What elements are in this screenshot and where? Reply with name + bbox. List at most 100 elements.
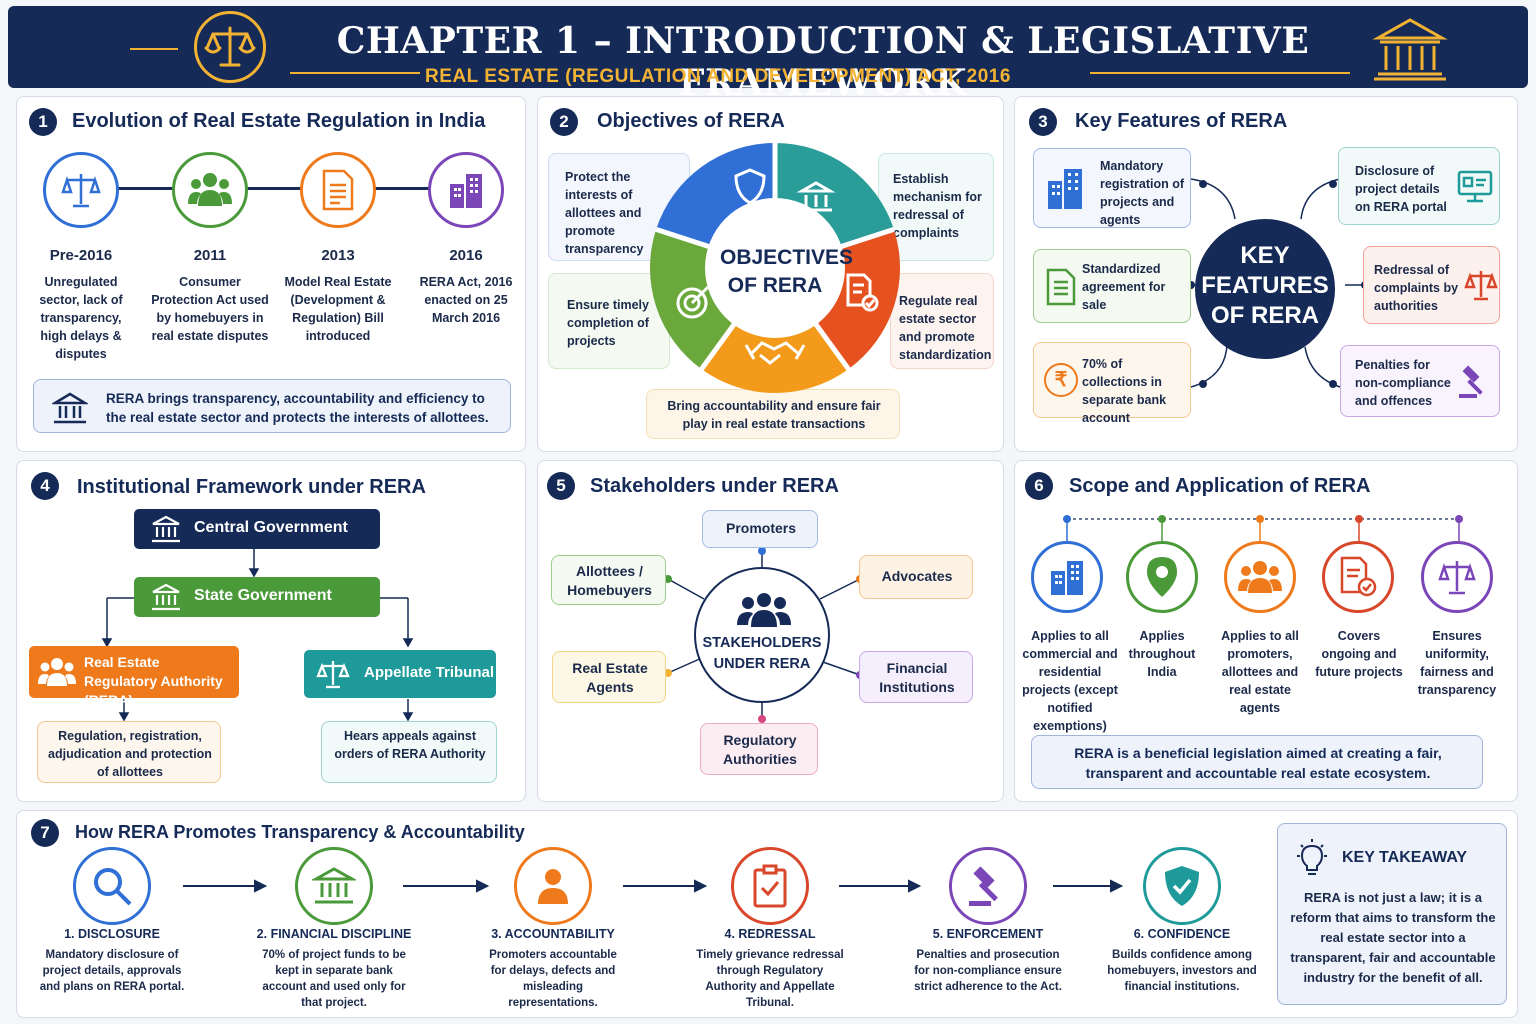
panel-stakeholders: 5 Stakeholders under RERA STAKEHOLDERS U… — [537, 460, 1004, 802]
stakeholder-label: Promoters — [725, 520, 797, 536]
building-icon — [428, 152, 504, 228]
feature-box: Disclosure of project details on RERA po… — [1338, 147, 1500, 225]
step-arrows — [183, 879, 1124, 893]
panel-scope: 6 Scope and Application of RERA Applies … — [1014, 460, 1518, 802]
feature-text: Redressal of complaints by authorities — [1374, 263, 1459, 313]
bank-icon — [150, 583, 182, 611]
rera-authority-label: Real Estate Regulatory Authority (RERA) — [84, 654, 223, 708]
people-icon — [37, 656, 77, 688]
page-title: CHAPTER 1 – INTRODUCTION & LEGISLATIVE F… — [336, 20, 1310, 104]
objective-text: Ensure timely completion of projects — [567, 298, 649, 348]
section-number: 2 — [550, 108, 578, 136]
objective-text: Protect the interests of allottees and p… — [565, 170, 644, 256]
section-title: Evolution of Real Estate Regulation in I… — [72, 110, 486, 132]
document-check-icon — [1322, 541, 1394, 613]
section-title: How RERA Promotes Transparency & Account… — [75, 822, 525, 842]
stakeholder-label: Regulatory Authorities — [723, 732, 797, 767]
feature-text: Disclosure of project details on RERA po… — [1355, 164, 1447, 214]
step-label: 1. DISCLOSURE — [64, 927, 160, 941]
panel-transparency: 7 How RERA Promotes Transparency & Accou… — [16, 810, 1518, 1018]
section-title: Institutional Framework under RERA — [77, 476, 426, 498]
document-check-icon — [846, 273, 879, 312]
features-center-label: KEY FEATURES OF RERA — [1201, 242, 1329, 329]
appellate-tribunal-node: Appellate Tribunal — [304, 650, 496, 698]
scales-icon — [1464, 267, 1498, 303]
stakeholder-label: Real Estate Agents — [572, 660, 648, 695]
panel-institutional: 4 Institutional Framework under RERA Cen… — [16, 460, 526, 802]
stakeholder-financial: Financial Institutions — [859, 651, 973, 703]
person-icon — [514, 847, 592, 925]
section-title: Key Features of RERA — [1075, 110, 1288, 132]
header-rule-sub-left — [290, 72, 420, 74]
section-number: 6 — [1025, 472, 1053, 500]
objective-text: Bring accountability and ensure fair pla… — [667, 399, 881, 431]
header-rule-sub-right — [1090, 72, 1350, 74]
scope-note-box: RERA is a beneficial legislation aimed a… — [1031, 735, 1483, 789]
feature-box: Mandatory registration of projects and a… — [1033, 148, 1191, 228]
stakeholder-label: Advocates — [881, 568, 953, 584]
step-label: 2. FINANCIAL DISCIPLINE — [256, 927, 412, 941]
section-title: Stakeholders under RERA — [590, 475, 839, 497]
lightbulb-icon — [1294, 838, 1330, 878]
authority-desc-text: Regulation, registration, adjudication a… — [48, 729, 212, 779]
section-number: 1 — [29, 108, 57, 136]
bank-icon — [52, 392, 88, 424]
people-icon — [1224, 541, 1296, 613]
framework-connectors — [101, 549, 414, 722]
target-icon — [676, 285, 710, 319]
header-rule-left — [130, 48, 178, 50]
timeline-year: Pre-2016 — [49, 247, 113, 264]
key-takeaway-title: KEY TAKEAWAY — [1342, 849, 1468, 866]
section-number: 5 — [547, 472, 575, 500]
section-number: 4 — [31, 472, 59, 500]
stakeholders-hub: STAKEHOLDERS UNDER RERA — [694, 567, 830, 703]
step-text: Promoters accountable for delays, defect… — [489, 949, 617, 1009]
timeline-year: 2016 — [449, 247, 483, 264]
people-icon — [172, 152, 248, 228]
step-label: 3. ACCOUNTABILITY — [491, 927, 615, 941]
stakeholder-agents: Real Estate Agents — [552, 651, 666, 703]
step-label: 4. REDRESSAL — [724, 927, 816, 941]
key-takeaway-box: KEY TAKEAWAY RERA is not just a law; it … — [1277, 823, 1507, 1005]
step-text: 70% of project funds to be kept in separ… — [262, 949, 406, 1009]
scope-text: Applies to all commercial and residentia… — [1022, 629, 1118, 733]
authority-desc-box: Regulation, registration, adjudication a… — [37, 721, 221, 783]
objective-box-green: Ensure timely completion of projects — [548, 273, 670, 369]
note-box: RERA brings transparency, accountability… — [33, 379, 511, 433]
feature-text: Standardized agreement for sale — [1082, 262, 1166, 312]
key-takeaway-text: RERA is not just a law; it is a reform t… — [1290, 890, 1496, 985]
gavel-icon — [1457, 364, 1493, 400]
objective-box-teal: Establish mechanism for redressal of com… — [878, 153, 994, 261]
bank-icon — [295, 847, 373, 925]
building-icon — [1031, 541, 1103, 613]
note-text: RERA brings transparency, accountability… — [106, 391, 489, 425]
feature-box: Redressal of complaints by authorities — [1363, 246, 1500, 324]
step-text: Builds confidence among homebuyers, inve… — [1107, 949, 1257, 993]
objectives-wheel — [650, 143, 900, 393]
magnifier-icon — [73, 847, 151, 925]
appellate-tribunal-label: Appellate Tribunal — [364, 664, 495, 681]
timeline-text: RERA Act, 2016 enacted on 25 March 2016 — [419, 275, 513, 325]
feature-text: 70% of collections in separate bank acco… — [1082, 357, 1167, 425]
state-government-node: State Government — [134, 577, 380, 617]
feature-box: Standardized agreement for sale — [1033, 249, 1191, 323]
scales-icon — [316, 658, 350, 690]
court-building-icon — [1370, 14, 1450, 82]
stakeholders-center-label: STAKEHOLDERS UNDER RERA — [702, 635, 822, 672]
building-icon — [1046, 167, 1086, 211]
scope-text: Applies throughout India — [1128, 629, 1196, 679]
scope-text: Covers ongoing and future projects — [1315, 629, 1403, 679]
document-icon — [300, 152, 376, 228]
feature-box: Penalties for non-compliance and offence… — [1340, 345, 1500, 417]
shield-icon — [734, 168, 766, 205]
stakeholder-regulatory: Regulatory Authorities — [700, 723, 818, 775]
step-label: 6. CONFIDENCE — [1133, 927, 1231, 941]
tribunal-desc-box: Hears appeals against orders of RERA Aut… — [321, 721, 497, 783]
step-text: Mandatory disclosure of project details,… — [39, 949, 185, 993]
timeline-year: 2011 — [193, 247, 227, 264]
scope-text: Applies to all promoters, allottees and … — [1221, 629, 1299, 715]
scope-connectors — [1063, 515, 1463, 541]
scales-icon — [1421, 541, 1493, 613]
document-icon — [1046, 268, 1076, 306]
stakeholder-advocates: Advocates — [859, 555, 973, 599]
